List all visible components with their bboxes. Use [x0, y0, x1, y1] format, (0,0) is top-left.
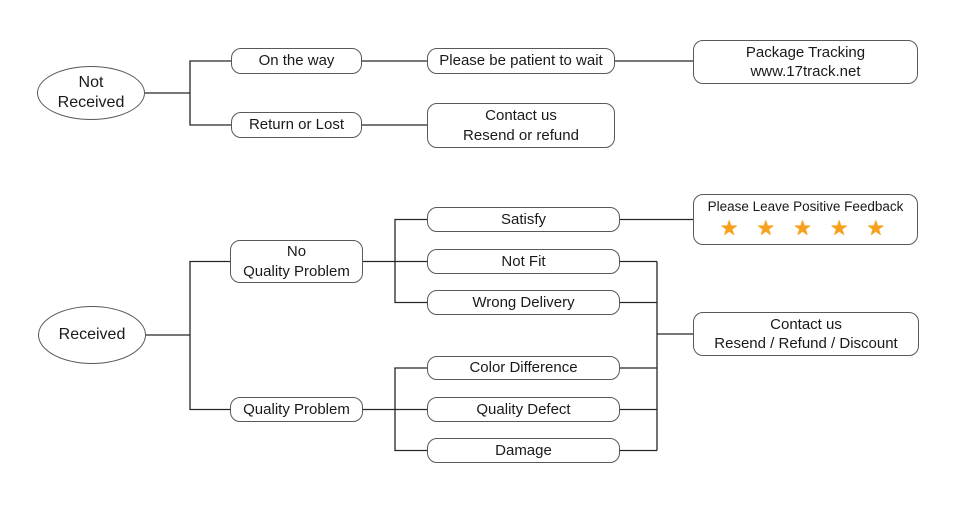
node-damage: Damage — [427, 438, 620, 463]
node-wrong-delivery-label: Wrong Delivery — [472, 293, 575, 311]
node-please-be-patient-label: Please be patient to wait — [439, 52, 603, 70]
node-package-tracking-line1: Package Tracking — [745, 43, 866, 61]
node-positive-feedback-label: Please Leave Positive Feedback — [707, 199, 904, 215]
node-damage-label: Damage — [495, 441, 552, 459]
node-return-or-lost: Return or Lost — [231, 112, 362, 138]
node-contact-resend-refund-line1: Contact us — [485, 107, 557, 124]
node-color-difference-label: Color Difference — [469, 359, 578, 377]
node-not-fit-label: Not Fit — [501, 252, 546, 270]
node-quality-defect: Quality Defect — [427, 397, 620, 422]
node-quality-problem-label: Quality Problem — [243, 400, 350, 418]
node-not-received-line1: Not — [78, 74, 104, 91]
node-contact-resend-refund: Contact us Resend or refund — [427, 103, 615, 148]
node-contact-resend-refund-discount-line2: Resend / Refund / Discount — [714, 335, 898, 352]
node-package-tracking: Package Tracking www.17track.net — [693, 40, 918, 84]
node-not-received: Not Received — [37, 66, 145, 120]
node-on-the-way-label: On the way — [258, 52, 335, 70]
node-not-received-line2: Received — [57, 94, 125, 111]
node-on-the-way: On the way — [231, 48, 362, 74]
node-satisfy: Satisfy — [427, 207, 620, 232]
node-quality-defect-label: Quality Defect — [476, 400, 571, 418]
node-package-tracking-line2: www.17track.net — [750, 63, 861, 80]
five-star-rating-icon: ★ ★ ★ ★ ★ — [719, 216, 892, 240]
node-color-difference: Color Difference — [427, 356, 620, 380]
node-please-be-patient: Please be patient to wait — [427, 48, 615, 74]
node-no-quality-problem-line1: No — [286, 243, 307, 260]
node-no-quality-problem-line2: Quality Problem — [243, 262, 350, 280]
node-contact-resend-refund-line2: Resend or refund — [463, 126, 579, 144]
node-positive-feedback: Please Leave Positive Feedback ★ ★ ★ ★ ★ — [693, 194, 918, 245]
node-no-quality-problem: No Quality Problem — [230, 240, 363, 283]
node-not-fit: Not Fit — [427, 249, 620, 274]
node-quality-problem: Quality Problem — [230, 397, 363, 422]
node-contact-resend-refund-discount: Contact us Resend / Refund / Discount — [693, 312, 919, 356]
node-received: Received — [38, 306, 146, 364]
node-satisfy-label: Satisfy — [500, 210, 546, 228]
node-contact-resend-refund-discount-line1: Contact us — [770, 315, 842, 333]
node-wrong-delivery: Wrong Delivery — [427, 290, 620, 315]
node-return-or-lost-label: Return or Lost — [248, 116, 345, 134]
node-received-label: Received — [58, 326, 126, 343]
